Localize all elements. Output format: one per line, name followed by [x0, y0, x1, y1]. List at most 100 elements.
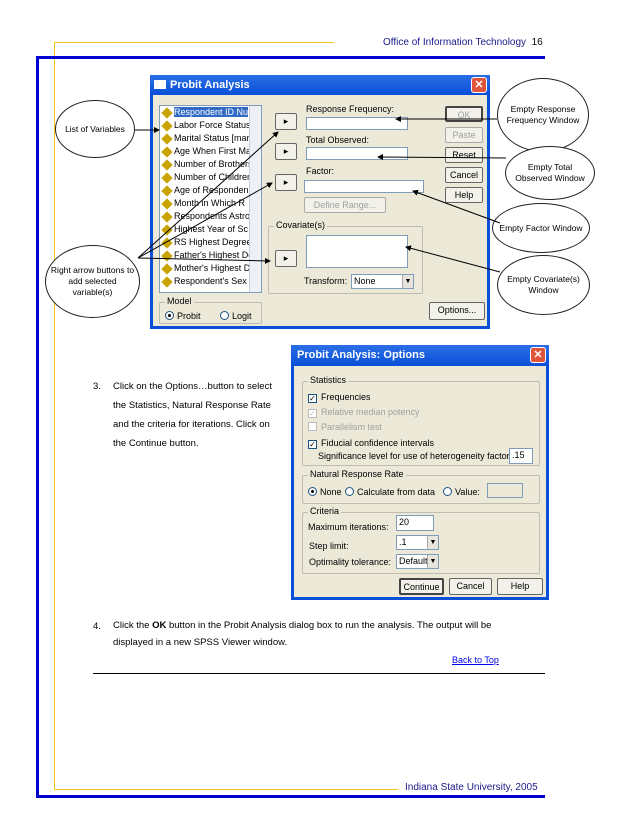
max-iterations-label: Maximum iterations: — [308, 522, 389, 532]
step-limit-select[interactable]: .1▼ — [396, 535, 439, 550]
response-frequency-field[interactable] — [306, 117, 408, 130]
variable-label: Mother's Highest D — [174, 263, 251, 273]
arrow-button-covariate[interactable]: ▸ — [275, 250, 297, 267]
divider — [93, 673, 545, 674]
variable-label: Father's Highest De — [174, 250, 254, 260]
radio-probit[interactable]: Probit — [165, 311, 201, 321]
variable-label: Month in Which R — [174, 198, 246, 208]
callout-factor: Empty Factor Window — [492, 203, 590, 253]
variable-label: Number of Children — [174, 172, 253, 182]
optimality-select[interactable]: Default▼ — [396, 554, 439, 569]
criteria-group: Criteria Maximum iterations: Step limit:… — [302, 506, 540, 574]
title-bar: Probit Analysis ✕ — [150, 75, 490, 95]
variable-label: Number of Brothers — [174, 159, 253, 169]
footer: Indiana State University, 2005 — [405, 782, 538, 793]
optimality-label: Optimality tolerance: — [309, 557, 392, 567]
variable-list-item[interactable]: Age When First Ma — [160, 145, 261, 158]
reset-button[interactable]: Reset — [445, 147, 483, 163]
arrow-button-factor[interactable]: ▸ — [275, 174, 297, 191]
variable-label: RS Highest Degree — [174, 237, 252, 247]
nrr-label: Natural Response Rate — [308, 469, 406, 479]
arrow-line — [137, 257, 271, 264]
continue-button[interactable]: Continue — [399, 578, 444, 595]
variable-list-item[interactable]: Mother's Highest D — [160, 262, 261, 275]
header-title: Office of Information Technology — [383, 37, 527, 48]
blue-rule-bottom — [36, 795, 545, 798]
cancel-button[interactable]: Cancel — [445, 167, 483, 183]
model-group: Model Probit Logit — [159, 296, 262, 324]
arrow-line — [405, 245, 501, 273]
model-label: Model — [165, 296, 194, 306]
natural-response-rate-group: Natural Response Rate None Calculate fro… — [302, 469, 540, 504]
transform-value: None — [354, 276, 376, 286]
radio-logit[interactable]: Logit — [220, 311, 252, 321]
checkbox-parallelism-test[interactable]: Parallelism test — [308, 422, 382, 432]
page-number: 16 — [531, 37, 543, 48]
scrollbar[interactable] — [249, 106, 261, 292]
checkbox-fiducial[interactable]: ✓Fiducial confidence intervals — [308, 438, 435, 449]
help-button[interactable]: Help — [497, 578, 543, 595]
variable-list-item[interactable]: Month in Which R — [160, 197, 261, 210]
arrow-line — [412, 189, 501, 224]
significance-label: Significance level for use of heterogene… — [318, 451, 513, 461]
response-frequency-label: Response Frequency: — [306, 104, 395, 114]
paste-button[interactable]: Paste — [445, 127, 483, 143]
chevron-down-icon: ▼ — [427, 555, 438, 568]
checkbox-frequencies[interactable]: ✓Frequencies — [308, 392, 371, 403]
arrow-button-response[interactable]: ▸ — [275, 113, 297, 130]
variable-list-item[interactable]: Age of Responden — [160, 184, 261, 197]
radio-value[interactable]: Value: — [443, 487, 480, 497]
variable-label: Respondent's Sex — [174, 276, 247, 286]
significance-field[interactable]: .15 — [509, 448, 533, 464]
nrr-value-field[interactable] — [487, 483, 523, 498]
step-3-text: Click on the Options…button to select th… — [113, 381, 272, 449]
factor-label: Factor: — [306, 166, 335, 176]
variable-list-item[interactable]: Father's Highest De — [160, 249, 261, 262]
close-icon[interactable]: ✕ — [471, 77, 487, 93]
statistics-label: Statistics — [308, 375, 349, 385]
variable-label: Highest Year of Sc — [174, 224, 249, 234]
radio-none[interactable]: None — [308, 487, 342, 497]
arrow-line — [137, 131, 279, 259]
total-observed-label: Total Observed: — [306, 135, 370, 145]
options-button[interactable]: Options... — [429, 302, 485, 320]
transform-select[interactable]: None ▼ — [351, 274, 414, 289]
variable-list-item[interactable]: Number of Children — [160, 171, 261, 184]
variable-label: Respondent ID Nu — [174, 107, 249, 117]
cancel-button[interactable]: Cancel — [449, 578, 492, 595]
radio-calculate[interactable]: Calculate from data — [345, 487, 435, 497]
variable-list-item[interactable]: Respondent's Sex — [160, 275, 261, 288]
close-icon[interactable]: ✕ — [530, 347, 546, 363]
help-button[interactable]: Help — [445, 187, 483, 203]
callout-covariates: Empty Covariate(s) Window — [497, 255, 590, 315]
variable-list-item[interactable]: Labor Force Status — [160, 119, 261, 132]
blue-rule-left — [36, 56, 39, 798]
define-range-button[interactable]: Define Range... — [304, 197, 386, 213]
ok-button[interactable]: OK — [445, 106, 483, 122]
variable-list-item[interactable]: Highest Year of Sc — [160, 223, 261, 236]
max-iterations-field[interactable]: 20 — [396, 515, 434, 531]
variable-label: Age of Responden — [174, 185, 249, 195]
blue-rule-top — [36, 56, 545, 59]
covariates-field[interactable] — [306, 235, 408, 268]
checkbox-relative-median-potency[interactable]: ✓Relative median potency — [308, 407, 420, 418]
variable-list-item[interactable]: Marital Status [mari — [160, 132, 261, 145]
chevron-down-icon: ▼ — [402, 275, 413, 288]
back-to-top-link[interactable]: Back to Top — [452, 655, 499, 665]
variable-list-item[interactable]: Respondent ID Nu — [160, 106, 261, 119]
variable-list-item[interactable]: Number of Brothers — [160, 158, 261, 171]
step-3-number: 3. — [93, 381, 101, 392]
arrow-button-total[interactable]: ▸ — [275, 143, 297, 160]
transform-label: Transform: — [304, 276, 348, 286]
probit-dialog: Probit Analysis ✕ Respondent ID Nu Labor F… — [150, 75, 490, 329]
variable-list-item[interactable]: RS Highest Degree — [160, 236, 261, 249]
title-bar: Probit Analysis: Options✕ — [291, 345, 549, 366]
criteria-label: Criteria — [308, 506, 342, 516]
dialog-title: Probit Analysis — [170, 79, 250, 91]
callout-right-arrow-buttons: Right arrow buttons to add selected vari… — [45, 245, 140, 318]
factor-field[interactable] — [304, 180, 424, 193]
yellow-rule-top — [54, 42, 334, 43]
variable-label: Labor Force Status — [174, 120, 251, 130]
